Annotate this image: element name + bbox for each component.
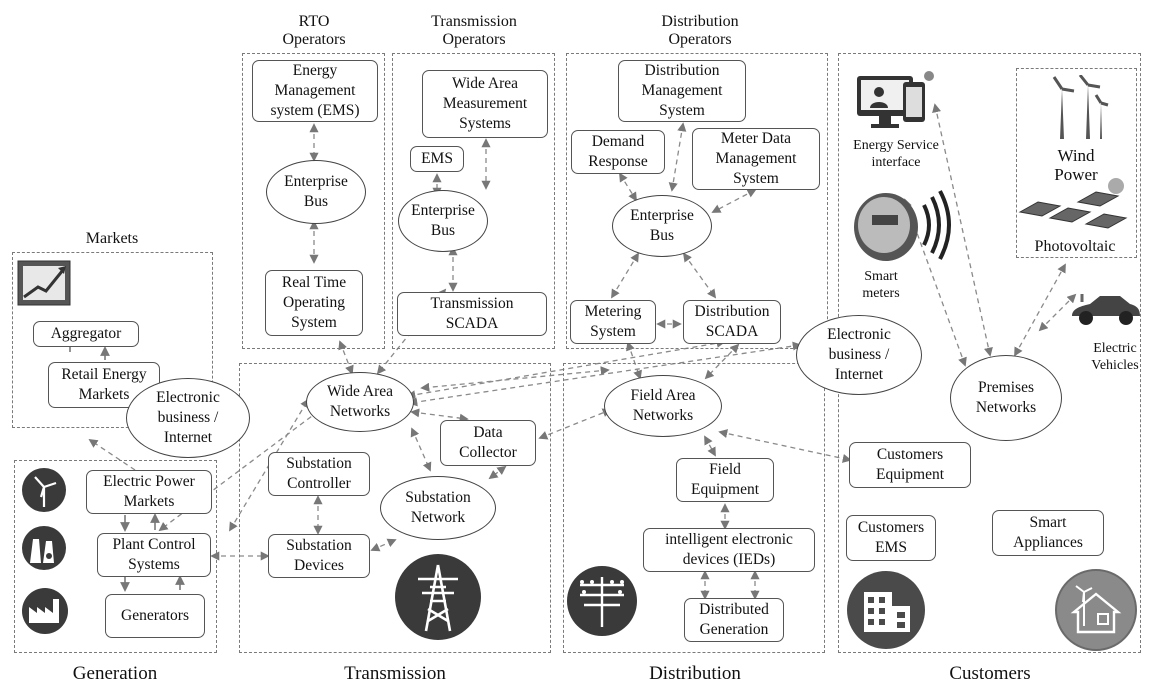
- demand-response-box: Demand Response: [571, 130, 665, 174]
- data-collector-box: Data Collector: [440, 420, 536, 466]
- wind-power-label: Wind Power: [1054, 146, 1098, 184]
- substation-network-cloud: Substation Network: [380, 476, 496, 540]
- transmission-operators-zone: [392, 53, 555, 349]
- distributed-generation-box: Distributed Generation: [684, 598, 784, 642]
- distribution-operators-title: Distribution Operators: [661, 13, 739, 48]
- factory-icon: [22, 588, 68, 634]
- enterprise-bus-transmission-cloud: Enterprise Bus: [398, 190, 488, 252]
- distribution-management-box: Distribution Management System: [618, 60, 746, 122]
- substation-controller-box: Substation Controller: [268, 452, 370, 496]
- electric-car-icon: [1072, 294, 1140, 325]
- electronic-business-left-cloud: Electronic business / Internet: [126, 378, 250, 458]
- rto-title: RTO Operators: [282, 13, 346, 48]
- ieds-box: intelligent electronic devices (IEDs): [643, 528, 815, 572]
- generators-box: Generators: [105, 594, 205, 638]
- markets-title: Markets: [85, 230, 139, 247]
- transmission-scada-box: Transmission SCADA: [397, 292, 547, 336]
- smart-meter-icon: [854, 190, 951, 261]
- smart-appliances-box: Smart Appliances: [992, 510, 1104, 556]
- ems-rto-box: Energy Management system (EMS): [252, 60, 378, 122]
- chart-icon: [17, 260, 71, 306]
- real-time-operating-system-box: Real Time Operating System: [265, 270, 363, 336]
- distribution-pole-icon: [567, 566, 637, 636]
- section-distribution: Distribution: [649, 663, 741, 684]
- smart-home-icon: [1055, 569, 1137, 651]
- ems-transmission-box: EMS: [410, 146, 464, 172]
- section-generation: Generation: [72, 663, 158, 684]
- meter-data-management-box: Meter Data Management System: [692, 128, 820, 190]
- solar-panels-icon: [1018, 178, 1128, 229]
- power-plant-icon: [22, 526, 66, 570]
- premises-networks-cloud: Premises Networks: [950, 355, 1062, 441]
- wide-area-networks-cloud: Wide Area Networks: [306, 372, 414, 432]
- generation-zone: [14, 460, 217, 653]
- plant-control-systems-box: Plant Control Systems: [97, 533, 211, 577]
- smart-meters-label: Smart meters: [862, 269, 900, 301]
- building-icon: [847, 571, 925, 649]
- distribution-zone: [563, 363, 825, 653]
- wind-turbine-icon: [22, 468, 66, 512]
- wind-turbines-icon: [1052, 75, 1109, 139]
- section-customers: Customers: [949, 663, 1031, 684]
- retail-energy-markets-box: Retail Energy Markets: [48, 362, 160, 408]
- field-area-networks-cloud: Field Area Networks: [604, 375, 722, 437]
- energy-service-interface-label: Energy Service interface: [853, 138, 939, 170]
- substation-devices-box: Substation Devices: [268, 534, 370, 578]
- aggregator-box: Aggregator: [33, 321, 139, 347]
- wide-area-measurement-box: Wide Area Measurement Systems: [422, 70, 548, 138]
- enterprise-bus-distribution-cloud: Enterprise Bus: [612, 195, 712, 257]
- electric-vehicles-label: Electric Vehicles: [1091, 341, 1139, 373]
- section-transmission: Transmission: [344, 663, 446, 684]
- field-equipment-box: Field Equipment: [676, 458, 774, 502]
- markets-zone: [12, 252, 213, 428]
- metering-system-box: Metering System: [570, 300, 656, 344]
- transmission-zone: [239, 363, 551, 653]
- customers-equipment-box: Customers Equipment: [849, 442, 971, 488]
- distribution-scada-box: Distribution SCADA: [683, 300, 781, 344]
- transmission-operators-title: Transmission Operators: [431, 13, 517, 48]
- wind-pv-zone: [1016, 68, 1137, 258]
- transmission-tower-icon: [395, 554, 481, 640]
- rto-zone: [242, 53, 385, 349]
- monitor-phone-icon: [857, 71, 934, 128]
- electric-power-markets-box: Electric Power Markets: [86, 470, 212, 514]
- photovoltaic-label: Photovoltaic: [1034, 238, 1116, 255]
- customers-ems-box: Customers EMS: [846, 515, 936, 561]
- distribution-operators-zone: [566, 53, 828, 349]
- electronic-business-right-cloud: Electronic business / Internet: [796, 315, 922, 395]
- enterprise-bus-rto-cloud: Enterprise Bus: [266, 160, 366, 224]
